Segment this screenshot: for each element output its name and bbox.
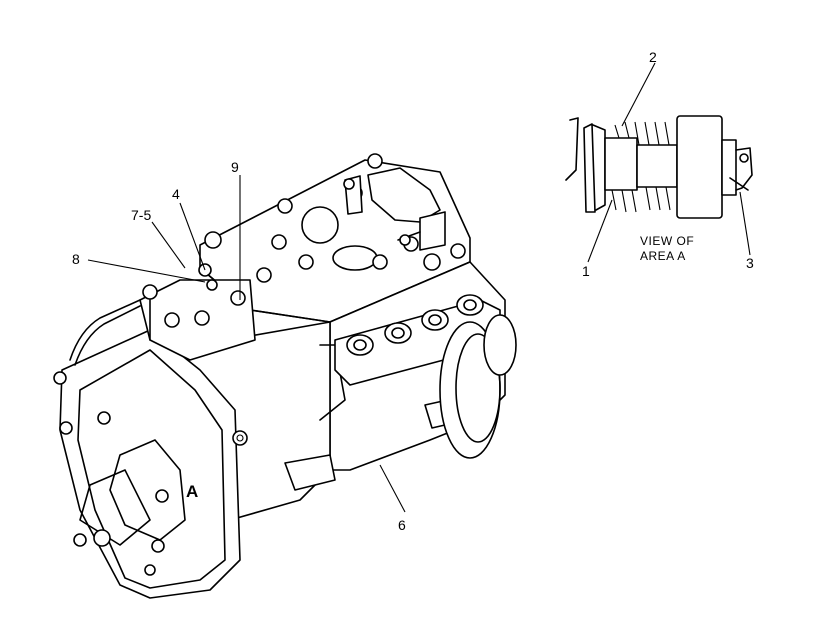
top-cover-details: [204, 153, 466, 283]
governor-cover: [53, 329, 248, 599]
callout-1: 1: [582, 263, 590, 279]
callout-leaders: [87, 175, 406, 513]
callout-7-5: 7-5: [131, 207, 151, 223]
view-caption-line2: AREA A: [640, 249, 686, 263]
drive-coupling: [439, 314, 517, 459]
callout-3: 3: [746, 255, 754, 271]
callout-2: 2: [649, 49, 657, 65]
governor-housing-cover: [139, 263, 256, 361]
callout-4: 4: [172, 186, 180, 202]
callout-9: 9: [231, 159, 239, 175]
view-caption-line1: VIEW OF: [640, 234, 694, 248]
callout-8: 8: [72, 251, 80, 267]
callout-6: 6: [398, 517, 406, 533]
fuel-line-inner: [74, 305, 141, 366]
detail-view-area-a: [565, 62, 753, 263]
fuel-line: [69, 299, 141, 361]
area-a-marker: A: [186, 482, 198, 501]
